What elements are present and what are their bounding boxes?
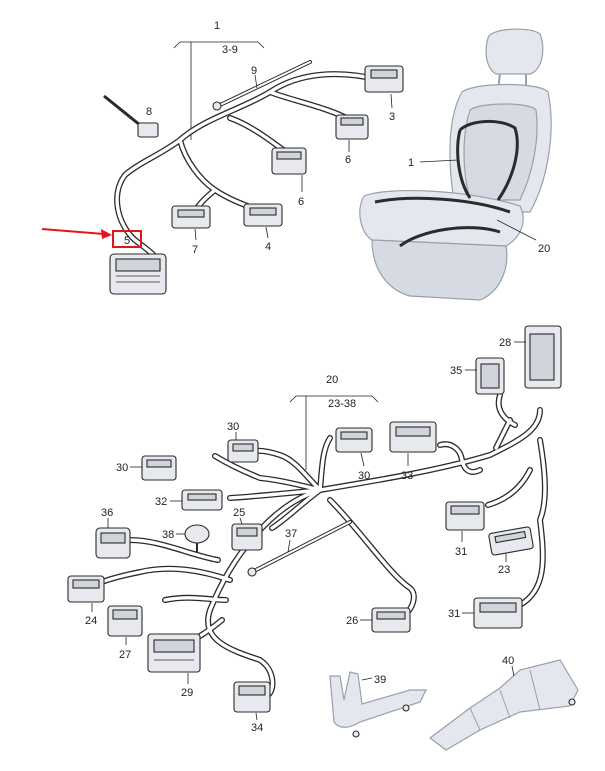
part-38-clip: [184, 524, 210, 552]
callout-30-c: 30: [358, 470, 370, 482]
part-30-connector-b: [141, 455, 177, 481]
callout-8: 8: [146, 106, 152, 118]
callout-39: 39: [374, 674, 386, 686]
harness-1-group: 1 3-9 9 8: [41, 20, 404, 295]
callout-20-range: 23-38: [328, 398, 356, 410]
part-6-connector-upper: [335, 114, 369, 140]
part-30-connector-c: [335, 427, 373, 453]
harness-20-group: 20 23-38: [67, 325, 579, 751]
callout-9: 9: [251, 65, 257, 77]
callout-20: 20: [326, 374, 338, 386]
callout-1-seat: 1: [408, 157, 414, 169]
callout-1: 1: [214, 20, 220, 32]
callout-27: 27: [119, 649, 131, 661]
callout-34: 34: [251, 722, 263, 734]
callout-40: 40: [502, 655, 514, 667]
part-3-connector: [364, 65, 404, 93]
part-9-cable-strip: [212, 60, 312, 111]
part-7-connector: [171, 205, 211, 229]
callout-37: 37: [285, 528, 297, 540]
callout-1-range: 3-9: [222, 44, 238, 56]
callout-31-lower: 31: [448, 608, 460, 620]
callout-38: 38: [162, 529, 174, 541]
highlight-part-5: [41, 228, 142, 248]
callout-32: 32: [155, 496, 167, 508]
part-6-connector-lower: [271, 147, 307, 175]
part-37-cable-strip: [247, 520, 352, 577]
callout-29: 29: [181, 687, 193, 699]
callout-26: 26: [346, 615, 358, 627]
seat-illustration: [359, 28, 552, 301]
callout-35: 35: [450, 365, 462, 377]
callout-7: 7: [192, 244, 198, 256]
callout-30-a: 30: [227, 421, 239, 433]
callout-25: 25: [233, 507, 245, 519]
callout-33: 33: [401, 470, 413, 482]
part-33-connector: [389, 421, 437, 453]
callout-23: 23: [498, 564, 510, 576]
part-23-connector: [488, 526, 534, 556]
part-32-connector: [181, 489, 223, 511]
callout-24: 24: [85, 615, 97, 627]
callout-31-upper: 31: [455, 546, 467, 558]
callout-36: 36: [101, 507, 113, 519]
part-8-ground-strap: [103, 94, 159, 138]
part-28-connector: [524, 325, 562, 389]
part-35-connector: [475, 357, 505, 395]
part-31-connector-lower: [473, 597, 523, 629]
part-40-cable-channel: [429, 659, 579, 751]
part-5-connector: [109, 253, 167, 295]
part-39-bracket: [329, 671, 427, 738]
callout-5: 5: [124, 235, 130, 247]
part-36-connector: [95, 527, 131, 559]
part-25-connector: [231, 523, 263, 551]
callout-4: 4: [265, 241, 271, 253]
part-34-connector: [233, 681, 271, 713]
part-30-connector-a: [227, 439, 259, 463]
part-26-connector: [371, 607, 411, 633]
part-29-connector: [147, 633, 201, 673]
callout-6-lower: 6: [298, 196, 304, 208]
callout-6-upper: 6: [345, 154, 351, 166]
callout-28: 28: [499, 337, 511, 349]
part-27-connector: [107, 605, 143, 637]
harness-1-cable: [114, 71, 383, 273]
callout-20-seat: 20: [538, 243, 550, 255]
part-31-connector-upper: [445, 501, 485, 531]
callout-30-b: 30: [116, 462, 128, 474]
part-4-connector: [243, 203, 283, 227]
part-24-connector: [67, 575, 105, 603]
callout-3: 3: [389, 111, 395, 123]
